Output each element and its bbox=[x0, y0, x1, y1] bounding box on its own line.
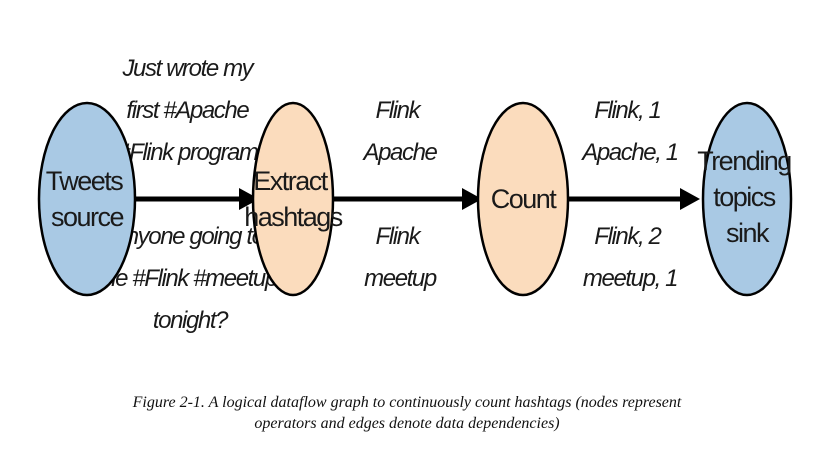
edge-label-line: Flink bbox=[376, 223, 423, 250]
node-label-line: Count bbox=[491, 184, 558, 214]
arrowhead bbox=[239, 188, 259, 210]
node-label-line: Extract bbox=[253, 166, 329, 196]
node-label-line: topics bbox=[713, 182, 776, 212]
edge-label-upper: Flink Apache bbox=[362, 97, 438, 166]
arrowhead bbox=[462, 188, 482, 210]
node-shape bbox=[37, 101, 137, 297]
node-shape bbox=[701, 101, 793, 297]
edge-extract-to-count: Flink Apache Flink meetup bbox=[328, 97, 482, 292]
edge-label-line: Just wrote my bbox=[121, 55, 255, 82]
node-label: Trending topics sink bbox=[697, 146, 797, 248]
edge-label-line: Apache bbox=[362, 139, 438, 166]
node-label-line: Trending bbox=[697, 146, 791, 176]
edge-label-line: Apache, 1 bbox=[580, 139, 678, 166]
edge-label-line: Flink bbox=[376, 97, 423, 124]
node-label-line: sink bbox=[726, 218, 770, 248]
node-label: Extract hashtags bbox=[244, 166, 343, 232]
edge-label-lower: Flink meetup bbox=[364, 223, 437, 292]
edge-label-line: Anyone going to bbox=[109, 223, 265, 250]
edge-label-upper: Flink, 1 Apache, 1 bbox=[580, 97, 678, 166]
edge-label-line: tonight? bbox=[153, 307, 229, 334]
node-label-line: source bbox=[51, 202, 124, 232]
edge-label-line: Flink, 2 bbox=[594, 223, 661, 250]
edge-label-line: first #Apache bbox=[126, 97, 249, 124]
edge-label-lower: Flink, 2 meetup, 1 bbox=[583, 223, 677, 292]
edge-count-to-sink: Flink, 1 Apache, 1 Flink, 2 meetup, 1 bbox=[563, 97, 700, 292]
caption-line-1: Figure 2-1. A logical dataflow graph to … bbox=[132, 394, 682, 411]
dataflow-diagram: Just wrote my first #Apache #Flink progr… bbox=[37, 55, 797, 334]
node-count: Count bbox=[476, 101, 570, 297]
edge-label-upper: Just wrote my first #Apache #Flink progr… bbox=[117, 55, 264, 166]
edge-label-lower: Anyone going to the #Flink #meetup tonig… bbox=[98, 223, 282, 334]
node-tweets-source: Tweets source bbox=[37, 101, 137, 297]
edge-label-line: the #Flink #meetup bbox=[98, 265, 278, 292]
node-shape bbox=[476, 101, 570, 297]
arrowhead bbox=[680, 188, 700, 210]
edge-label-line: Flink, 1 bbox=[594, 97, 660, 124]
node-shape bbox=[251, 101, 335, 297]
node-label: Tweets source bbox=[46, 166, 129, 232]
node-trending-topics-sink: Trending topics sink bbox=[697, 101, 797, 297]
edge-label-line: meetup bbox=[364, 265, 437, 292]
edge-label-line: #Flink program! bbox=[117, 139, 264, 166]
node-label-line: Tweets bbox=[46, 166, 124, 196]
caption-line-2: operators and edges denote data dependen… bbox=[254, 415, 560, 432]
node-extract-hashtags: Extract hashtags bbox=[244, 101, 344, 297]
figure-caption: Figure 2-1. A logical dataflow graph to … bbox=[0, 392, 814, 434]
edge-source-to-extract: Just wrote my first #Apache #Flink progr… bbox=[98, 55, 282, 334]
node-label: Count bbox=[491, 184, 558, 214]
node-label-line: hashtags bbox=[244, 202, 343, 232]
edge-label-line: meetup, 1 bbox=[583, 265, 677, 292]
